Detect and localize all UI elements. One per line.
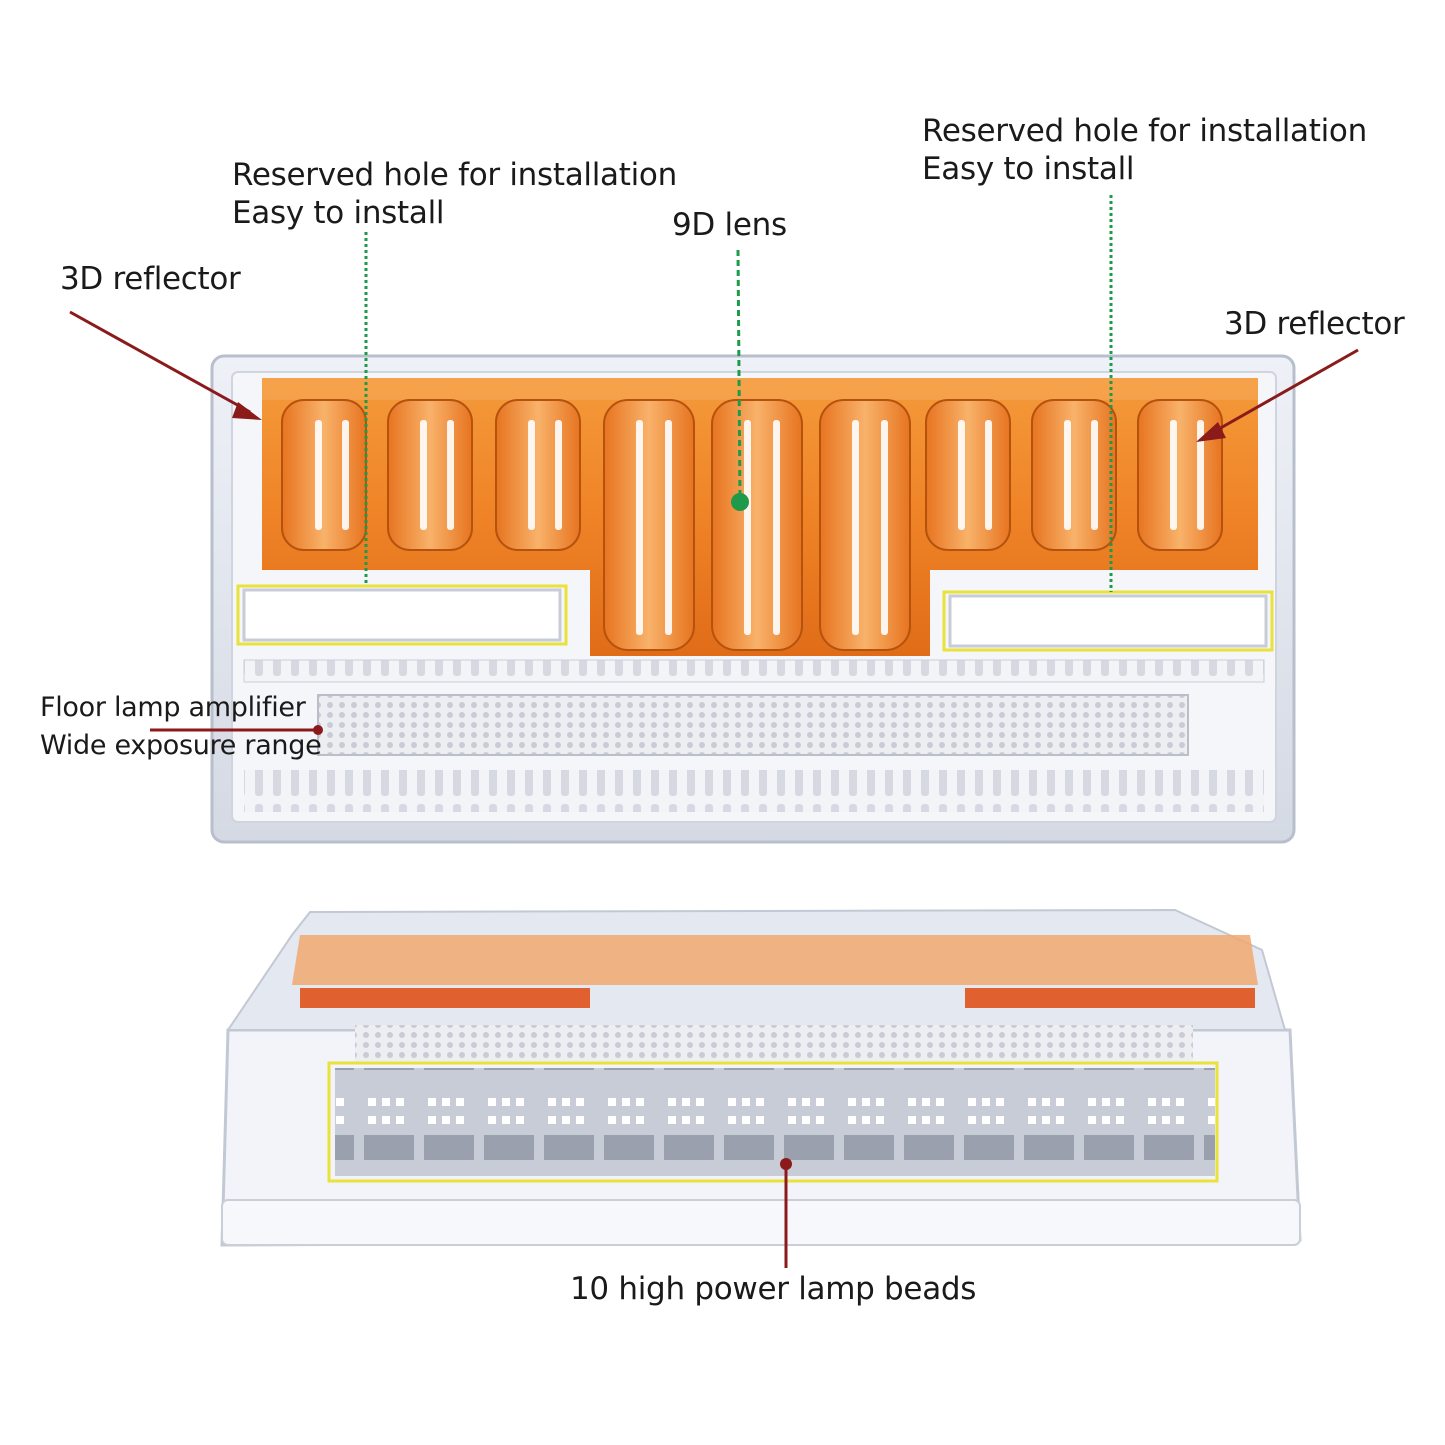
lens-label: 9D lens bbox=[672, 207, 787, 243]
callout-line-reflector-left bbox=[69, 310, 251, 414]
reserved-hole-left-highlight bbox=[236, 584, 568, 646]
lower-ribs bbox=[244, 770, 1264, 812]
callout-line-lens bbox=[736, 249, 742, 501]
bottom-amber-edge-left bbox=[300, 988, 590, 1008]
led-bank bbox=[335, 1068, 1215, 1176]
bottom-lamp-foot bbox=[221, 1199, 1301, 1246]
callout-dot-lens bbox=[731, 493, 749, 511]
amber-panel-shade bbox=[262, 378, 1258, 400]
bottom-amber-edge-right bbox=[965, 988, 1255, 1008]
callout-line-reflector-right bbox=[1209, 348, 1359, 436]
hole-right-label-line2: Easy to install bbox=[922, 151, 1135, 187]
led-bank-highlight bbox=[327, 1061, 1219, 1183]
top-lamp bbox=[210, 354, 1296, 844]
bottom-reflector-band bbox=[355, 1025, 1193, 1061]
callout-lines bbox=[69, 195, 1359, 1268]
reserved-hole-left bbox=[242, 588, 562, 642]
floor-lamp-amplifier-strip bbox=[243, 659, 1265, 683]
arrowhead-reflector-right bbox=[1196, 422, 1226, 442]
floor-lamp-label-line2: Wide exposure range bbox=[40, 730, 322, 761]
reserved-hole-right-highlight bbox=[942, 590, 1274, 652]
arrowhead-reflector-left bbox=[232, 402, 262, 420]
hole-left-label-line1: Reserved hole for installation bbox=[232, 157, 677, 193]
floor-lamp-label-line1: Floor lamp amplifier bbox=[40, 692, 306, 723]
reserved-hole-right bbox=[948, 594, 1268, 648]
reflector-left-label: 3D reflector bbox=[60, 261, 241, 297]
callout-dot-floor bbox=[313, 725, 323, 735]
beads-label: 10 high power lamp beads bbox=[570, 1271, 977, 1307]
amber-led-cells bbox=[281, 399, 1223, 651]
bottom-lamp bbox=[220, 908, 1302, 1247]
reflector-strip bbox=[317, 694, 1189, 756]
callout-dot-beads bbox=[780, 1158, 792, 1170]
reflector-right-label: 3D reflector bbox=[1224, 306, 1405, 342]
hole-right-label-line1: Reserved hole for installation bbox=[922, 113, 1367, 149]
hole-left-label-line2: Easy to install bbox=[232, 195, 445, 231]
bottom-amber-row bbox=[292, 935, 1258, 985]
